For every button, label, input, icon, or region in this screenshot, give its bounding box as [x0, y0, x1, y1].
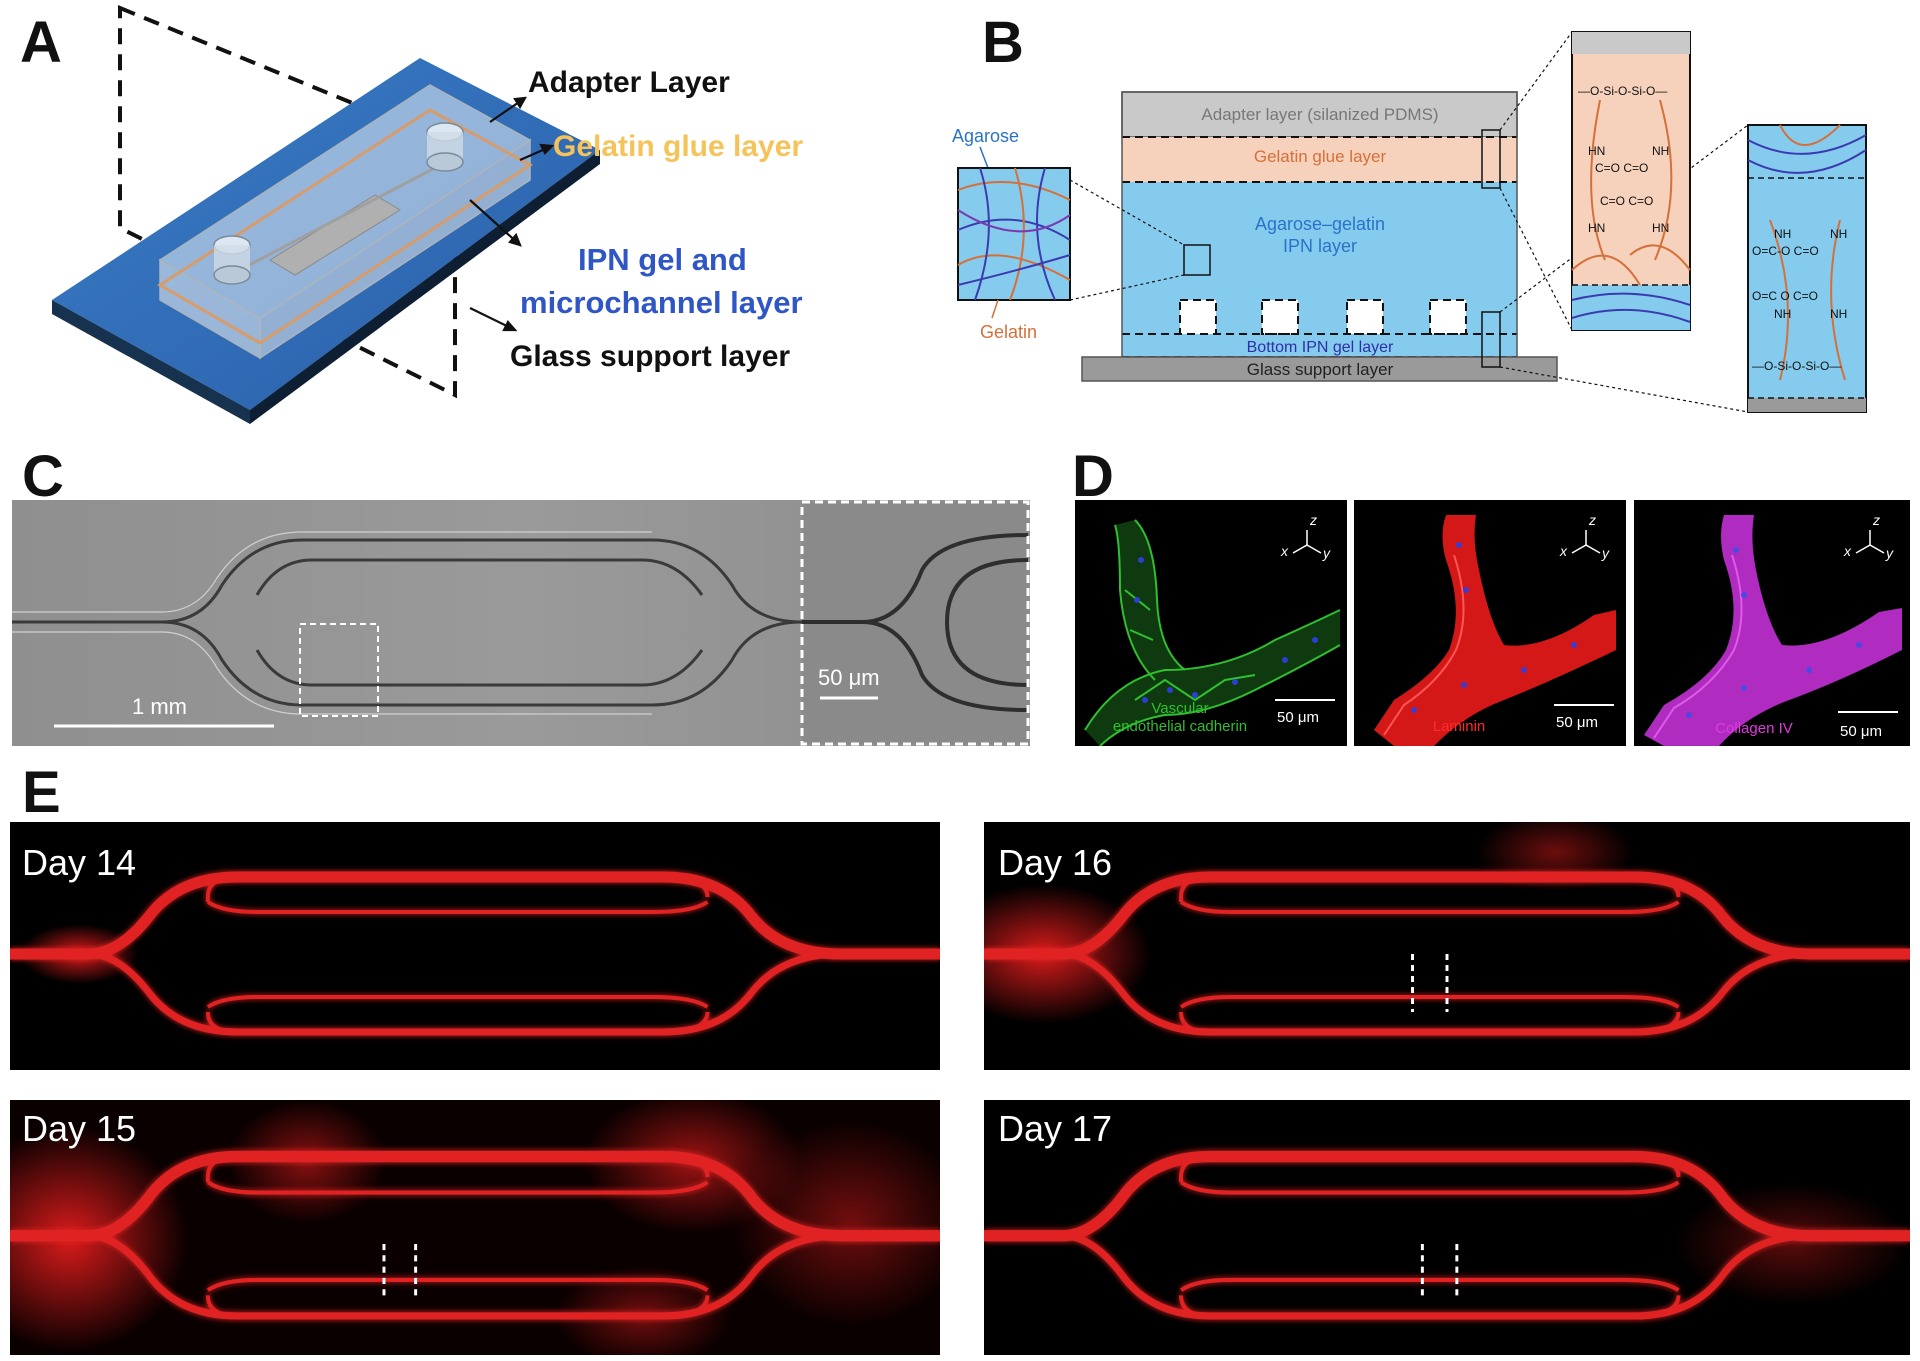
svg-text:—O-Si-O-Si-O—: —O-Si-O-Si-O— [1578, 84, 1667, 98]
label-glass-support-b: Glass support layer [1247, 360, 1394, 379]
panel-d-letter: D [1072, 444, 1114, 509]
svg-text:NH: NH [1774, 227, 1791, 241]
scalebar-label: 50 μm [1840, 723, 1882, 740]
svg-text:—O-Si-O-Si-O—: —O-Si-O-Si-O— [1752, 359, 1841, 373]
chemistry-inset-lower: NH NH O=C-O C=O O=C O C=O NH NH —O-Si-O-Si… [1747, 124, 1867, 413]
chemistry-inset-upper: —O-Si-O-Si-O— HN NH C=O C=O C=O C=O HN HN [1571, 31, 1691, 331]
stain-label: Collagen IV [1715, 720, 1793, 737]
inset-selection-box [299, 623, 379, 717]
svg-text:HN: HN [1588, 144, 1605, 158]
panel-a-device-diagram: Adapter Layer Gelatin glue layer IPN gel… [52, 5, 803, 424]
axis-x-label: x [1843, 543, 1852, 559]
svg-text:O=C-O C=O: O=C-O C=O [1752, 244, 1819, 258]
svg-text:NH: NH [1774, 307, 1791, 321]
panel-e-day17-image: Day 17 [984, 1100, 1910, 1355]
label-ipn-layer-line2: IPN layer [1283, 236, 1357, 256]
panel-b-letter: B [982, 10, 1024, 75]
scalebar-main-label: 1 mm [132, 694, 187, 719]
axis-z-label: z [1588, 512, 1596, 528]
svg-text:HN: HN [1588, 221, 1605, 235]
panel-d-image-collagen-iv: z x y Collagen IV 50 μm [1634, 500, 1910, 746]
label-agarose: Agarose [952, 126, 1019, 146]
svg-text:HN: HN [1652, 221, 1669, 235]
svg-text:NH: NH [1830, 307, 1847, 321]
scalebar-label: 50 μm [1277, 709, 1319, 726]
scalebar-inset-label: 50 μm [818, 665, 880, 690]
panel-e-day15-image: Day 15 [10, 1100, 940, 1355]
day-label: Day 14 [22, 842, 137, 883]
day-label: Day 16 [998, 842, 1113, 883]
axis-z-label: z [1872, 512, 1880, 528]
stain-label-line1: Vascular [1151, 700, 1208, 717]
svg-text:NH: NH [1830, 227, 1847, 241]
axis-x-label: x [1280, 543, 1289, 559]
panel-b-cross-section-diagram: Agarose Gelatin Adapter layer (silanized… [952, 31, 1867, 413]
axis-y-label: y [1322, 545, 1331, 561]
axis-y-label: y [1601, 545, 1610, 561]
svg-text:NH: NH [1652, 144, 1669, 158]
label-glass-support-layer: Glass support layer [510, 340, 790, 373]
panel-e-day16-image: Day 16 [984, 822, 1910, 1070]
label-ipn-layer-line1: Agarose–gelatin [1255, 214, 1385, 234]
axis-triad [1292, 530, 1322, 554]
panel-c-letter: C [22, 444, 64, 509]
day-label: Day 17 [998, 1108, 1113, 1149]
axis-x-label: x [1559, 543, 1568, 559]
svg-text:C=O C=O: C=O C=O [1595, 161, 1648, 175]
label-adapter-layer-b: Adapter layer (silanized PDMS) [1201, 105, 1438, 124]
stain-label: Laminin [1433, 718, 1486, 735]
panel-c-brightfield-image: 50 μm 1 mm [12, 500, 1030, 746]
panel-e-letter: E [22, 760, 61, 825]
label-ipn-line2: microchannel layer [520, 285, 803, 320]
label-ipn-line1: IPN gel and [578, 242, 747, 277]
label-gelatin-glue-layer-b: Gelatin glue layer [1254, 147, 1387, 166]
panel-a-letter: A [20, 10, 62, 75]
axis-y-label: y [1885, 545, 1894, 561]
label-bottom-ipn: Bottom IPN gel layer [1247, 339, 1394, 356]
panel-e-day14-image: Day 14 [10, 822, 940, 1070]
stain-label-line2: endothelial cadherin [1113, 718, 1247, 735]
label-adapter-layer: Adapter Layer [528, 66, 730, 99]
label-gelatin: Gelatin [980, 322, 1037, 342]
label-gelatin-glue-layer: Gelatin glue layer [553, 130, 803, 163]
cut-plane-outline [118, 5, 457, 399]
panel-d-image-laminin: z x y Laminin 50 μm [1354, 500, 1626, 746]
svg-text:C=O C=O: C=O C=O [1600, 194, 1653, 208]
day-label: Day 15 [22, 1108, 137, 1149]
mesh-inset [957, 167, 1071, 301]
axis-z-label: z [1309, 512, 1317, 528]
scalebar-label: 50 μm [1556, 714, 1598, 731]
panel-d-image-ve-cadherin: z x y Vascular endothelial cadherin 50 μ… [1075, 500, 1347, 746]
svg-text:O=C O C=O: O=C O C=O [1752, 289, 1818, 303]
